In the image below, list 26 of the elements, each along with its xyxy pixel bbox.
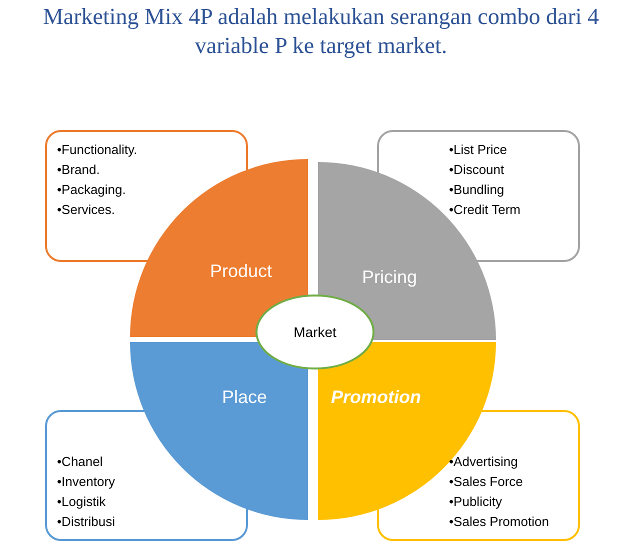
list-item: •Packaging. xyxy=(57,181,127,199)
title: Marketing Mix 4P adalah melakukan serangan combo dari 4 variable P ke target market. xyxy=(42,3,600,60)
text-box xyxy=(377,130,580,262)
segment-label: Place xyxy=(222,386,268,409)
segment-label: Pricing xyxy=(362,266,418,289)
list-item: •Credit Term xyxy=(449,201,520,219)
center-label: Market xyxy=(294,322,336,342)
segment-label: Product xyxy=(210,260,272,283)
list-item: •Discount xyxy=(449,161,506,179)
list-item: •Functionality. xyxy=(57,141,138,159)
text-box xyxy=(45,130,248,262)
list-item: •List Price xyxy=(449,141,508,159)
list-item: •Chanel xyxy=(57,453,104,471)
text-box xyxy=(377,410,580,541)
list-item: •Brand. xyxy=(57,161,101,179)
list-item: •Logistik xyxy=(57,493,107,511)
list-item: •Sales Promotion xyxy=(449,513,549,531)
list-item: •Distribusi xyxy=(57,513,116,531)
list-item: •Advertising xyxy=(449,453,519,471)
list-item: •Publicity xyxy=(449,493,503,511)
list-item: •Inventory xyxy=(57,473,116,491)
segment-label: Promotion xyxy=(331,386,421,409)
text-box xyxy=(45,410,248,541)
list-item: •Services. xyxy=(57,201,116,219)
list-item: •Sales Force xyxy=(449,473,524,491)
list-item: •Bundling xyxy=(449,181,506,199)
